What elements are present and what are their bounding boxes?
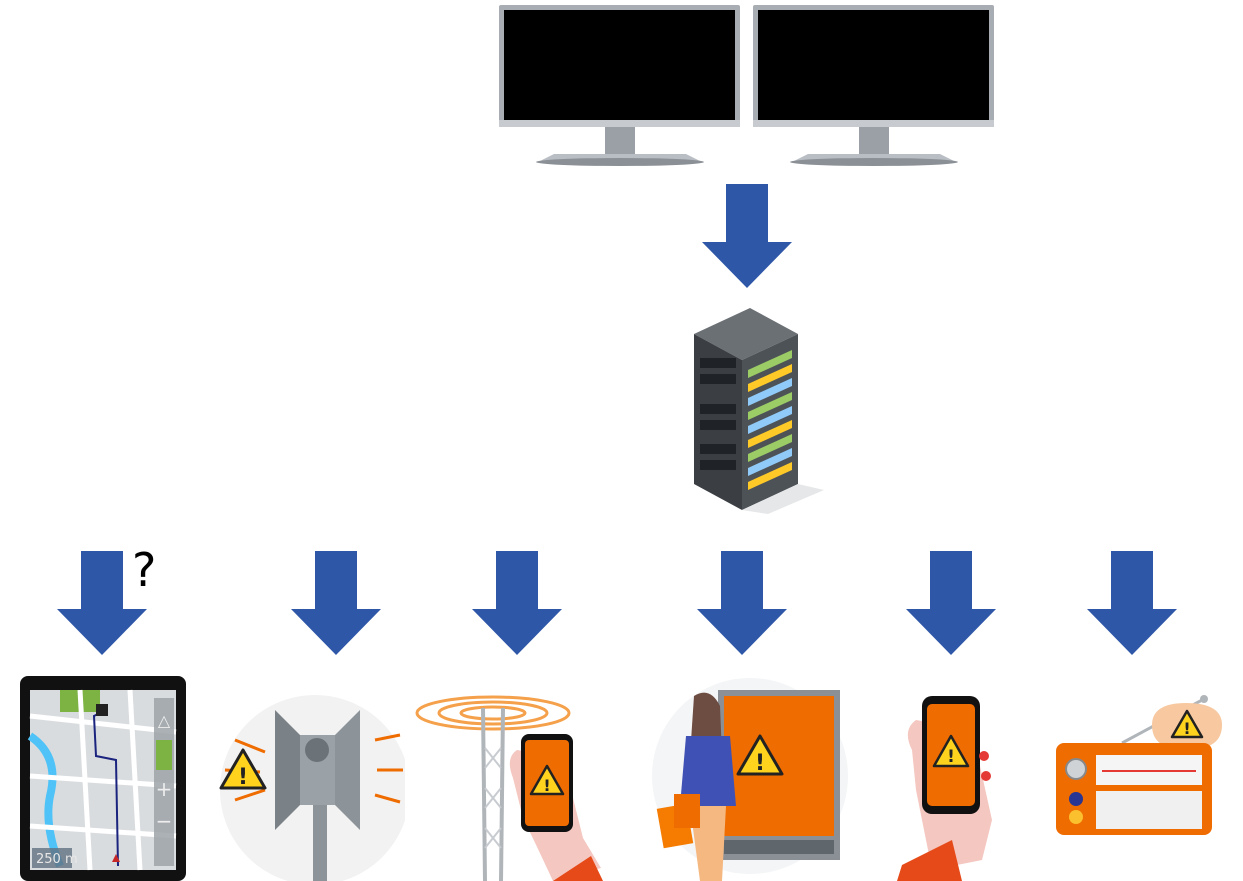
svg-text:−: − [156, 809, 173, 833]
radio-alert-icon: ! [1056, 695, 1222, 835]
arrow-down-icon [57, 551, 147, 655]
monitor-right-icon [753, 5, 994, 166]
smartphone-alert-icon: ! [897, 696, 992, 881]
svg-text:+: + [156, 777, 173, 801]
svg-text:!: ! [755, 751, 765, 776]
arrow-down-icon [697, 551, 787, 655]
arrow-down-icon [291, 551, 381, 655]
arrow-down-icon [1087, 551, 1177, 655]
monitor-left-icon [499, 5, 740, 166]
navigation-distance: 250 m [36, 852, 78, 867]
svg-text:!: ! [238, 765, 248, 790]
arrow-down-icon [906, 551, 996, 655]
unknown-marker: ? [132, 543, 157, 597]
car-navigation-icon: △ + − 250 m [20, 676, 186, 881]
arrow-down-icon [472, 551, 562, 655]
svg-text:!: ! [543, 776, 550, 795]
siren-icon: ! [219, 695, 405, 881]
svg-text:!: ! [1183, 719, 1190, 738]
digital-billboard-icon: ! [652, 678, 848, 881]
svg-text:△: △ [158, 711, 171, 730]
server-rack-icon [694, 308, 824, 514]
cell-broadcast-icon: ! [415, 695, 603, 881]
svg-text:!: ! [947, 747, 955, 767]
arrow-down-icon [702, 184, 792, 288]
